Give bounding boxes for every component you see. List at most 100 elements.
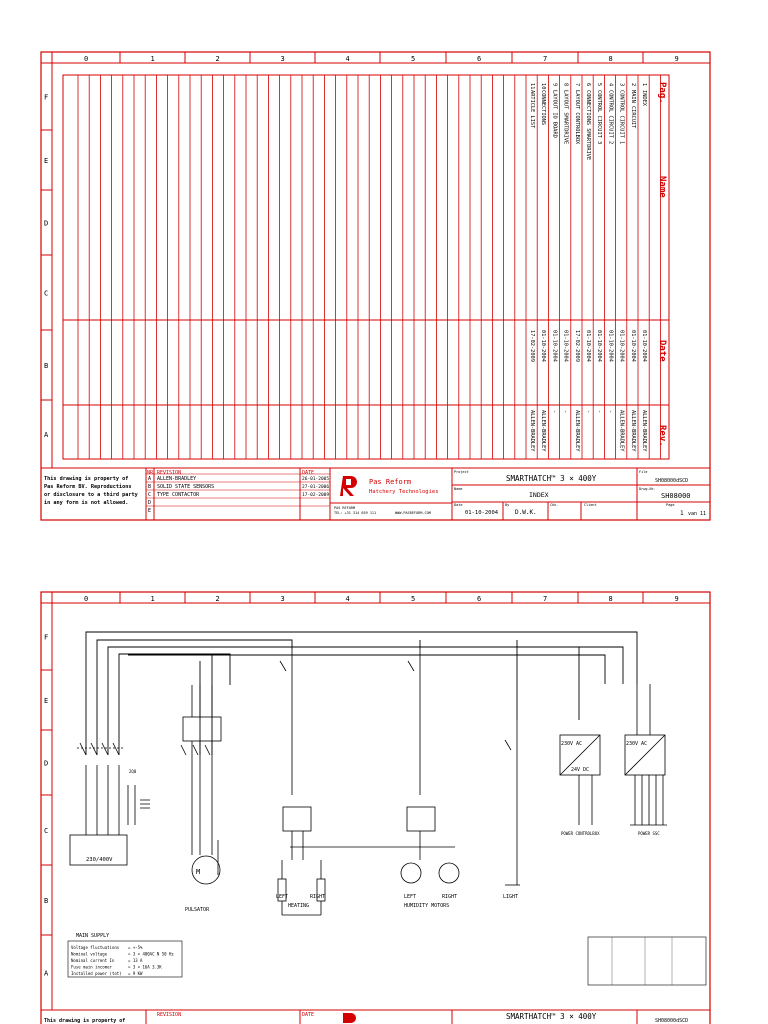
- index-entry-name: CONTROL CIRCUIT 1: [619, 90, 625, 144]
- index-entry-name: LAYOUT IO BOARD: [551, 90, 557, 138]
- index-entry-pag: 4: [607, 83, 613, 86]
- project-value: SMARTHATCH™ 3 × 400Y: [506, 474, 597, 483]
- by-label: By: [505, 503, 509, 507]
- index-entry-rev: ALLEN-BRADLEY: [529, 410, 535, 452]
- row-letter: C: [44, 290, 48, 298]
- file-value: SH08000dSCD: [655, 1018, 688, 1024]
- revision-text: TYPE CONTACTOR: [157, 492, 200, 498]
- index-entry-pag: 6: [585, 83, 591, 86]
- supply-spec-box: [67, 940, 183, 978]
- psu-controlbox: [559, 734, 601, 825]
- spec-value: = +-5%: [128, 945, 143, 950]
- index-entry-rev: ALLEN-BRADLEY: [630, 410, 636, 452]
- main-switch-2Q0: [77, 742, 150, 825]
- column-number: 9: [675, 595, 679, 603]
- file-value: SH08000dSCD: [655, 478, 688, 484]
- index-entry-name: MAIN CIRCUIT: [630, 90, 636, 129]
- heating-left-label: LEFT: [276, 894, 288, 900]
- pulsator-branch: [180, 685, 222, 885]
- column-number: 3: [281, 55, 285, 63]
- index-entry-pag: 3: [619, 83, 625, 86]
- main-switch-label: 2Q0: [129, 769, 137, 774]
- index-entry-date: 01-10-2004: [551, 330, 557, 362]
- revision-nr: A: [148, 476, 151, 482]
- psu1-dc-label: 24V DC: [571, 767, 589, 773]
- index-entry-date: 17-02-2009: [529, 330, 535, 362]
- main-supply-label: MAIN SUPPLY: [76, 933, 109, 939]
- column-number: 3: [281, 595, 285, 603]
- row-letter: A: [44, 431, 49, 439]
- revision-nr: B: [148, 484, 151, 490]
- file-label: File: [639, 470, 647, 474]
- pulsator-label: PULSATOR: [185, 907, 210, 913]
- page-label: Page: [666, 503, 674, 507]
- humidity-left-label: LEFT: [404, 894, 416, 900]
- project-label: Project: [454, 470, 469, 474]
- legend-table-lines: [611, 937, 673, 985]
- header-date: Date: [657, 340, 667, 362]
- column-number: 1: [151, 595, 155, 603]
- column-number: 6: [477, 55, 481, 63]
- revision-date: 17-02-2009: [302, 492, 329, 498]
- index-entry-rev: -: [585, 410, 591, 413]
- pas-reform-logo: [340, 476, 357, 496]
- index-entry-rev: ALLEN-BRADLEY: [641, 410, 647, 452]
- date-value: 01-10-2004: [465, 510, 499, 516]
- project-value: SMARTHATCH™ 3 × 400Y: [506, 1012, 597, 1021]
- spec-key: Nominal current In: [71, 958, 115, 963]
- index-entry-date: 01-10-2004: [607, 330, 613, 362]
- index-entry-pag: 11: [529, 83, 535, 89]
- supply-specs: Voltage fluctuations= +-5%Nominal voltag…: [71, 945, 174, 976]
- index-entry-name: CONNECTIONS: [540, 90, 546, 125]
- light-label: LIGHT: [503, 894, 518, 900]
- index-entry-date: 01-10-2004: [630, 330, 636, 362]
- index-entry-date: 01-10-2004: [641, 330, 647, 362]
- row-letter: A: [44, 970, 49, 978]
- power-ssc-label: POWER SSC: [638, 831, 660, 836]
- heating-right-label: RIGHT: [310, 894, 325, 900]
- index-entry-pag: 9: [551, 83, 557, 86]
- row-letter: D: [44, 760, 48, 768]
- pulsator-motor-symbol: M: [196, 868, 200, 876]
- column-number: 4: [346, 595, 350, 603]
- supply-terminal-box: [69, 834, 128, 866]
- name-label: Name: [454, 487, 462, 491]
- index-entry-name: CONNECTIONS SMARTDRIVE: [585, 90, 591, 160]
- spec-key: Nominal voltage: [71, 952, 108, 957]
- column-number: 5: [411, 595, 415, 603]
- index-entry-name: CONTROL CIRCUIT 3: [596, 90, 602, 144]
- company-address: PAS REFORM: [334, 506, 355, 510]
- rev-date-header: DATE: [302, 470, 314, 476]
- rev-nr-header: NR: [147, 470, 154, 476]
- index-entry-rev: -: [596, 410, 602, 413]
- light-branch: [504, 720, 520, 886]
- humidity-branch: [290, 649, 460, 884]
- index-entry-pag: 1: [641, 83, 647, 86]
- page-value: 1: [680, 510, 684, 517]
- index-entry-pag: 2: [630, 83, 636, 86]
- header-name: Name: [657, 176, 667, 198]
- index-entry-rev: -: [563, 410, 569, 413]
- revision-text: ALLEN-BRADLEY: [157, 476, 196, 482]
- legend-table: [587, 936, 707, 986]
- column-number: 1: [151, 55, 155, 63]
- index-entry-name: ARTICLE LIST: [529, 90, 535, 129]
- header-rev: Rev.: [657, 425, 667, 447]
- column-number: 5: [411, 55, 415, 63]
- power-controlbox-label: POWER CONTROLBOX: [561, 831, 600, 836]
- rev-revision-header: REVISION: [157, 1012, 181, 1018]
- rev-date-header: DATE: [302, 1012, 314, 1018]
- spec-value: = 9 KW: [128, 971, 143, 976]
- column-number: 6: [477, 595, 481, 603]
- chk-label: Chk.: [550, 503, 558, 507]
- revision-nr: C: [148, 492, 151, 498]
- index-entry-pag: 5: [596, 83, 602, 86]
- by-value: D.W.K.: [515, 509, 537, 516]
- company-phone: TEL: +31 314 659 111: [334, 511, 376, 515]
